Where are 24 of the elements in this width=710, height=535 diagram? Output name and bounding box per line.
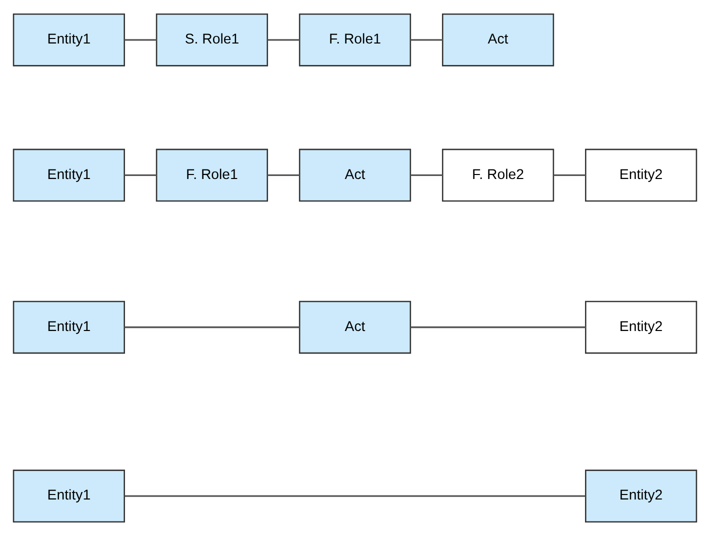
node-box: F. Role1 (156, 148, 268, 202)
node-box: S. Role1 (156, 13, 268, 66)
node-box: Entity2 (585, 469, 698, 522)
node-box: Entity2 (585, 300, 698, 354)
node-box: F. Role2 (442, 148, 554, 202)
connector (410, 174, 443, 176)
connector (554, 174, 586, 176)
connector (410, 38, 443, 40)
node-box: Entity1 (12, 13, 125, 66)
connector (268, 38, 300, 40)
node-box: Entity2 (585, 148, 698, 202)
connector (268, 174, 300, 176)
connector (124, 38, 157, 40)
node-box: Act (442, 13, 554, 66)
node-box: Act (298, 148, 412, 202)
connector (124, 326, 300, 328)
connector (410, 326, 586, 328)
node-box: Entity1 (12, 300, 125, 354)
node-box: Act (298, 300, 412, 354)
node-box: Entity1 (12, 148, 125, 202)
node-box: Entity1 (12, 469, 125, 522)
connector (124, 174, 157, 176)
connector (124, 494, 586, 496)
node-box: F. Role1 (298, 13, 412, 66)
